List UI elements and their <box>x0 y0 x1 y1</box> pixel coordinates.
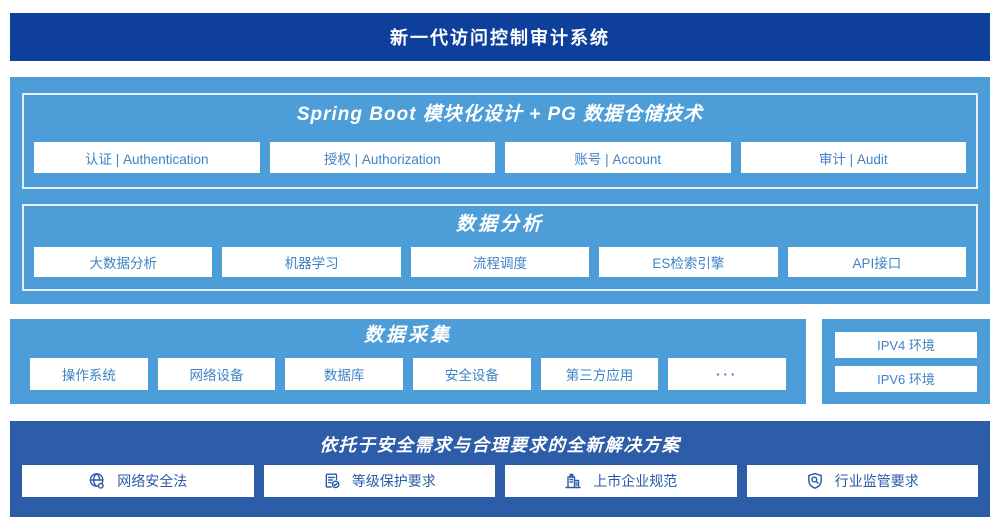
module-box-authorization: 授权 | Authorization <box>269 142 495 173</box>
shield-search-icon <box>806 472 824 490</box>
module-box-account: 账号 | Account <box>505 142 731 173</box>
module-box-authentication: 认证 | Authentication <box>34 142 260 173</box>
banner: 新一代访问控制审计系统 <box>10 13 990 61</box>
solution-box-classified-protection: 等级保护要求 <box>263 465 495 497</box>
analysis-box-bigdata: 大数据分析 <box>34 247 213 277</box>
collect-box-security-device: 安全设备 <box>413 358 531 390</box>
module-box-audit: 审计 | Audit <box>740 142 966 173</box>
collect-box-os: 操作系统 <box>30 358 148 390</box>
collect-box-third-party: 第三方应用 <box>540 358 659 390</box>
data-analysis-panel: 数据分析 大数据分析 机器学习 流程调度 ES检索引擎 API接口 <box>22 204 978 291</box>
document-check-icon <box>323 472 341 490</box>
analysis-box-workflow: 流程调度 <box>410 247 590 277</box>
globe-icon <box>88 472 106 490</box>
spring-boot-title: Spring Boot 模块化设计 + PG 数据仓储技术 <box>296 104 704 125</box>
solution-row: 网络安全法 等级保护要求 <box>22 465 978 497</box>
solution-label: 网络安全法 <box>117 473 188 489</box>
solution-label: 行业监管要求 <box>834 473 919 489</box>
platform-section: Spring Boot 模块化设计 + PG 数据仓储技术 认证 | Authe… <box>10 77 990 304</box>
data-analysis-row: 大数据分析 机器学习 流程调度 ES检索引擎 API接口 <box>34 247 967 277</box>
data-collection-row: 操作系统 网络设备 数据库 安全设备 第三方应用 ··· <box>30 358 787 390</box>
solution-section: 依托于安全需求与合理要求的全新解决方案 网络安全法 <box>10 421 990 517</box>
collect-box-more: ··· <box>668 358 787 390</box>
solution-label: 上市企业规范 <box>593 473 678 489</box>
spring-boot-module-row: 认证 | Authentication 授权 | Authorization 账… <box>34 142 966 173</box>
env-box-ipv6: IPV6 环境 <box>835 365 977 392</box>
analysis-box-es-search: ES检索引擎 <box>599 247 778 277</box>
network-env-panel: IPV4 环境 IPV6 环境 <box>822 319 990 404</box>
data-analysis-title: 数据分析 <box>455 214 544 235</box>
collect-box-database: 数据库 <box>285 358 404 390</box>
middle-row: 数据采集 操作系统 网络设备 数据库 安全设备 第三方应用 ··· IPV4 环… <box>10 319 990 404</box>
solution-box-listed-company: 上市企业规范 <box>505 465 737 497</box>
data-collection-section: 数据采集 操作系统 网络设备 数据库 安全设备 第三方应用 ··· <box>10 319 806 404</box>
solution-title: 依托于安全需求与合理要求的全新解决方案 <box>319 435 681 455</box>
banner-title: 新一代访问控制审计系统 <box>390 28 610 48</box>
solution-box-cybersecurity-law: 网络安全法 <box>22 465 254 497</box>
solution-label: 等级保护要求 <box>351 473 436 489</box>
data-collection-title: 数据采集 <box>363 325 452 346</box>
analysis-box-machine-learning: 机器学习 <box>222 247 401 277</box>
collect-box-network-device: 网络设备 <box>157 358 276 390</box>
analysis-box-api: API接口 <box>787 247 967 277</box>
env-box-ipv4: IPV4 环境 <box>835 331 977 358</box>
building-icon <box>564 472 582 490</box>
spring-boot-panel: Spring Boot 模块化设计 + PG 数据仓储技术 认证 | Authe… <box>22 93 978 189</box>
solution-box-industry-regulation: 行业监管要求 <box>746 465 978 497</box>
